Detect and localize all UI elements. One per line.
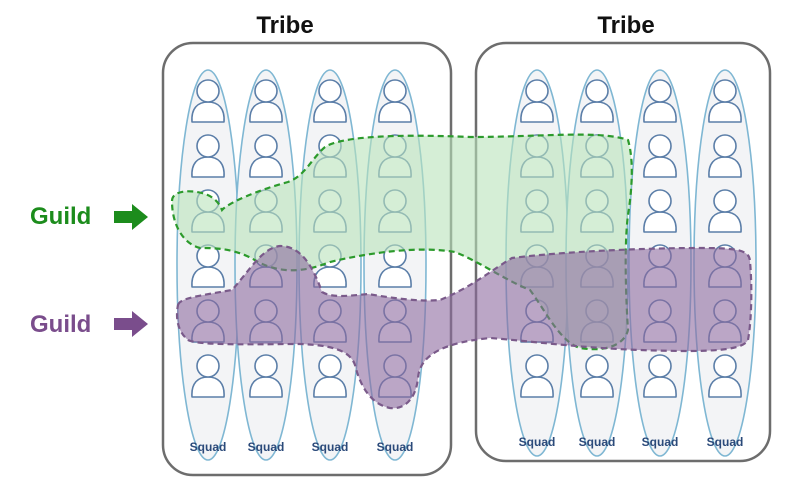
- arrow-right-icon: [114, 311, 148, 337]
- person-icon: [643, 354, 677, 398]
- person-icon: [708, 79, 742, 123]
- person-icon: [643, 79, 677, 123]
- person-icon: [580, 79, 614, 123]
- person-icon: [191, 79, 225, 123]
- tribe-title: Tribe: [597, 12, 654, 39]
- guilds-layer: [170, 133, 753, 410]
- arrow-right-icon: [114, 204, 148, 230]
- guild-purple-region: [175, 244, 753, 410]
- person-icon: [191, 354, 225, 398]
- person-icon: [708, 189, 742, 233]
- guild-green-region: [170, 133, 633, 351]
- tribe-title: Tribe: [256, 12, 313, 39]
- person-icon: [191, 244, 225, 288]
- squad-label: Squad: [312, 440, 349, 454]
- squad-label: Squad: [642, 435, 679, 449]
- person-icon: [313, 79, 347, 123]
- person-icon: [313, 354, 347, 398]
- person-icon: [249, 79, 283, 123]
- person-icon: [643, 189, 677, 233]
- squad-label: Squad: [707, 435, 744, 449]
- person-icon: [520, 354, 554, 398]
- squad-label: Squad: [248, 440, 285, 454]
- person-icon: [708, 354, 742, 398]
- person-icon: [249, 134, 283, 178]
- person-icon: [191, 134, 225, 178]
- squad-label: Squad: [579, 435, 616, 449]
- squad-label: Squad: [519, 435, 556, 449]
- person-icon: [580, 354, 614, 398]
- guild-label: Guild: [30, 203, 91, 230]
- squad-label: Squad: [190, 440, 227, 454]
- person-icon: [643, 134, 677, 178]
- person-icon: [520, 79, 554, 123]
- person-icon: [378, 79, 412, 123]
- tribe-container: [161, 41, 453, 477]
- squad-label: Squad: [377, 440, 414, 454]
- guild-label: Guild: [30, 311, 91, 338]
- squad-1-1: [176, 69, 240, 461]
- person-icon: [249, 354, 283, 398]
- person-icon: [708, 134, 742, 178]
